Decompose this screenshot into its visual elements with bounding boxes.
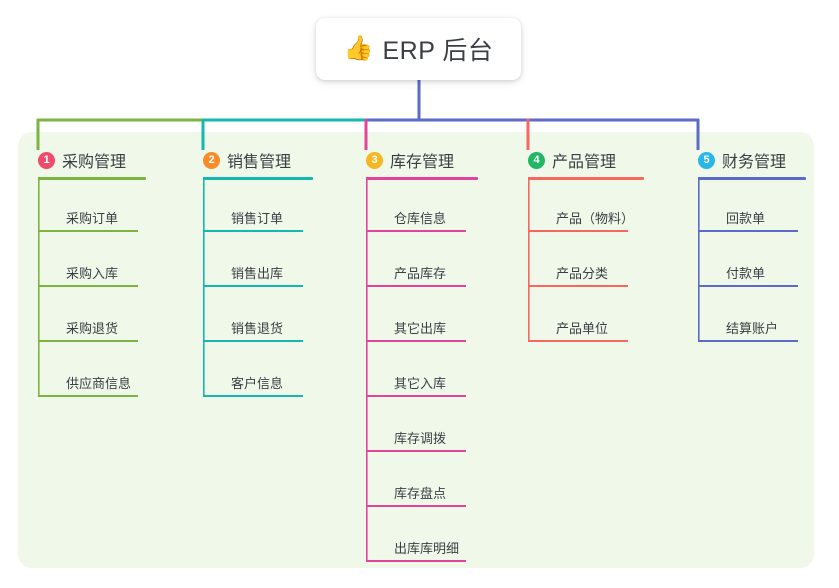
- list-item[interactable]: 出库库明细: [366, 538, 494, 562]
- leaf-rule: [38, 395, 138, 397]
- branch-column-3: 3 库存管理仓库信息产品库存其它出库其它入库库存调拨库存盘点出库库明细: [366, 148, 478, 562]
- leaf-label: 采购入库: [66, 266, 119, 281]
- leaf-rule: [38, 340, 138, 342]
- leaf-rule: [528, 285, 628, 287]
- leaf-label: 产品库存: [394, 266, 447, 281]
- list-item[interactable]: 采购退货: [38, 318, 166, 342]
- leaf-rule: [203, 395, 303, 397]
- leaf-rule: [203, 230, 303, 232]
- leaf-label: 供应商信息: [66, 376, 132, 391]
- list-item[interactable]: 销售订单: [203, 208, 331, 232]
- branch-column-4: 4 产品管理产品（物料） 产品分类产品单位: [528, 148, 644, 342]
- branch-header-label: 财务管理: [722, 154, 787, 171]
- branch-header-label: 库存管理: [390, 154, 455, 171]
- leaf-label: 仓库信息: [394, 211, 447, 226]
- list-item[interactable]: 产品单位: [528, 318, 656, 342]
- branch-header-label: 销售管理: [227, 154, 292, 171]
- branch-number-badge: 1: [38, 151, 55, 169]
- leaf-rule: [366, 560, 466, 562]
- list-item[interactable]: 产品（物料）: [528, 208, 656, 232]
- leaf-rule: [366, 285, 466, 287]
- leaf-rule: [528, 230, 628, 232]
- leaf-rule: [698, 340, 798, 342]
- thumbs-up-icon: 👍: [343, 35, 374, 62]
- list-item[interactable]: 销售退货: [203, 318, 331, 342]
- branch-header-rule: [528, 177, 644, 180]
- diagram-panel: [18, 132, 814, 568]
- list-item[interactable]: 其它入库: [366, 373, 494, 397]
- list-item[interactable]: 库存调拨: [366, 428, 494, 452]
- branch-number-badge: 5: [698, 151, 715, 169]
- leaf-rule: [38, 285, 138, 287]
- root-node[interactable]: 👍 ERP 后台: [316, 18, 521, 80]
- list-item[interactable]: 库存盘点: [366, 483, 494, 507]
- leaf-label: 销售订单: [231, 211, 284, 226]
- leaf-label: 其它入库: [394, 376, 447, 391]
- branch-number-badge: 2: [203, 151, 220, 169]
- leaf-label: 回款单: [726, 211, 766, 226]
- branch-number-badge: 4: [528, 151, 545, 169]
- list-item[interactable]: 产品库存: [366, 263, 494, 287]
- leaf-label: 其它出库: [394, 321, 447, 336]
- list-item[interactable]: 回款单: [698, 208, 826, 232]
- list-item[interactable]: 供应商信息: [38, 373, 166, 397]
- list-item[interactable]: 付款单: [698, 263, 826, 287]
- branch-number-badge: 3: [366, 151, 383, 169]
- branch-column-1: 1 采购管理采购订单采购入库采购退货供应商信息: [38, 148, 146, 397]
- leaf-rule: [528, 340, 628, 342]
- leaf-label: 产品单位: [556, 321, 609, 336]
- leaf-rule: [366, 450, 466, 452]
- list-item[interactable]: 结算账户: [698, 318, 826, 342]
- list-item[interactable]: 其它出库: [366, 318, 494, 342]
- list-item[interactable]: 仓库信息: [366, 208, 494, 232]
- branch-column-5: 5 财务管理回款单付款单结算账户: [698, 148, 806, 342]
- list-item[interactable]: 采购入库: [38, 263, 166, 287]
- branch-header-5[interactable]: 5 财务管理: [698, 148, 806, 172]
- branch-header-4[interactable]: 4 产品管理: [528, 148, 644, 172]
- leaf-label: 结算账户: [726, 321, 779, 336]
- branch-header-rule: [38, 177, 146, 180]
- leaf-label: 出库库明细: [394, 541, 460, 556]
- leaf-label: 产品（物料）: [556, 211, 635, 226]
- list-item[interactable]: 客户信息: [203, 373, 331, 397]
- leaf-label: 付款单: [726, 266, 766, 281]
- branch-header-rule: [366, 177, 478, 180]
- branch-header-label: 产品管理: [552, 154, 617, 171]
- leaf-label: 销售退货: [231, 321, 284, 336]
- list-item[interactable]: 销售出库: [203, 263, 331, 287]
- branch-header-label: 采购管理: [62, 154, 127, 171]
- leaf-rule: [366, 340, 466, 342]
- leaf-rule: [698, 285, 798, 287]
- leaf-label: 库存调拨: [394, 431, 447, 446]
- list-item[interactable]: 产品分类: [528, 263, 656, 287]
- leaf-rule: [366, 395, 466, 397]
- leaf-label: 采购退货: [66, 321, 119, 336]
- leaf-label: 产品分类: [556, 266, 609, 281]
- branch-header-3[interactable]: 3 库存管理: [366, 148, 478, 172]
- root-title: ERP 后台: [382, 37, 494, 65]
- leaf-label: 库存盘点: [394, 486, 447, 501]
- branch-header-1[interactable]: 1 采购管理: [38, 148, 146, 172]
- leaf-label: 采购订单: [66, 211, 119, 226]
- branch-column-2: 2 销售管理销售订单销售出库销售退货客户信息: [203, 148, 313, 397]
- list-item[interactable]: 采购订单: [38, 208, 166, 232]
- leaf-label: 销售出库: [231, 266, 284, 281]
- branch-header-2[interactable]: 2 销售管理: [203, 148, 313, 172]
- leaf-rule: [38, 230, 138, 232]
- leaf-label: 客户信息: [231, 376, 284, 391]
- leaf-rule: [366, 505, 466, 507]
- branch-header-rule: [698, 177, 806, 180]
- leaf-rule: [366, 230, 466, 232]
- branch-header-rule: [203, 177, 313, 180]
- leaf-rule: [203, 285, 303, 287]
- leaf-rule: [698, 230, 798, 232]
- leaf-rule: [203, 340, 303, 342]
